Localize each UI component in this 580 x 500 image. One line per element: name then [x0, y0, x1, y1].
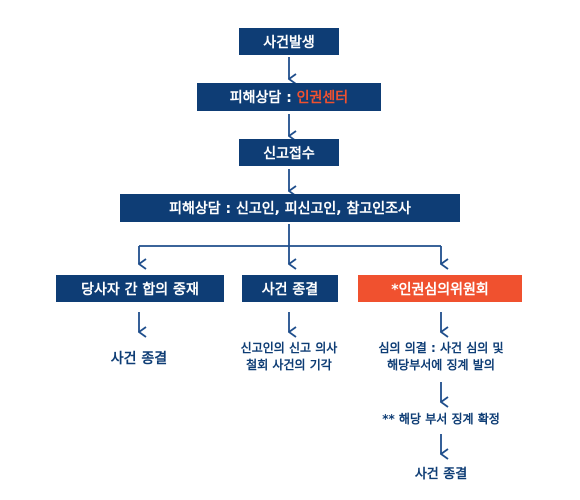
step-incident-occurrence-label: 사건발생 — [263, 34, 315, 51]
step-report-receipt-label: 신고접수 — [263, 145, 315, 162]
step-report-receipt: 신고접수 — [239, 139, 339, 166]
step-victim-counseling-label: 피해상담 : — [229, 90, 297, 106]
committee-deliberation: 심의 의결 : 사건 심의 및 해당부서에 징계 발의 — [356, 340, 526, 374]
branch-case-closed-label: 사건 종결 — [261, 281, 319, 298]
disciplinary-confirmation: ** 해당 부서 징계 확정 — [382, 412, 500, 426]
case-closed-reason-line2: 철회 사건의 기각 — [246, 358, 332, 372]
mediation-result: 사건 종결 — [110, 351, 168, 367]
branch-mediation: 당사자 간 합의 중재 — [56, 275, 224, 302]
branch-human-rights-committee-label: *인권심의위원회 — [391, 281, 489, 298]
committee-deliberation-line1: 심의 의결 : 사건 심의 및 — [378, 341, 504, 355]
branch-mediation-label: 당사자 간 합의 중재 — [81, 281, 199, 298]
committee-deliberation-line2: 해당부서에 징계 발의 — [387, 358, 495, 372]
case-closed-reason: 신고인의 신고 의사 철회 사건의 기각 — [214, 340, 364, 374]
branch-case-closed: 사건 종결 — [242, 275, 338, 302]
step-investigation-label: 피해상담 : 신고인, 피신고인, 참고인조사 — [169, 201, 411, 217]
branch-human-rights-committee: *인권심의위원회 — [358, 275, 522, 302]
committee-result: 사건 종결 — [414, 467, 468, 482]
step-victim-counseling: 피해상담 : 인권센터 — [197, 83, 381, 111]
step-investigation: 피해상담 : 신고인, 피신고인, 참고인조사 — [120, 194, 460, 222]
step-victim-counseling-highlight: 인권센터 — [296, 90, 349, 106]
step-incident-occurrence: 사건발생 — [239, 28, 339, 55]
case-closed-reason-line1: 신고인의 신고 의사 — [240, 341, 338, 355]
